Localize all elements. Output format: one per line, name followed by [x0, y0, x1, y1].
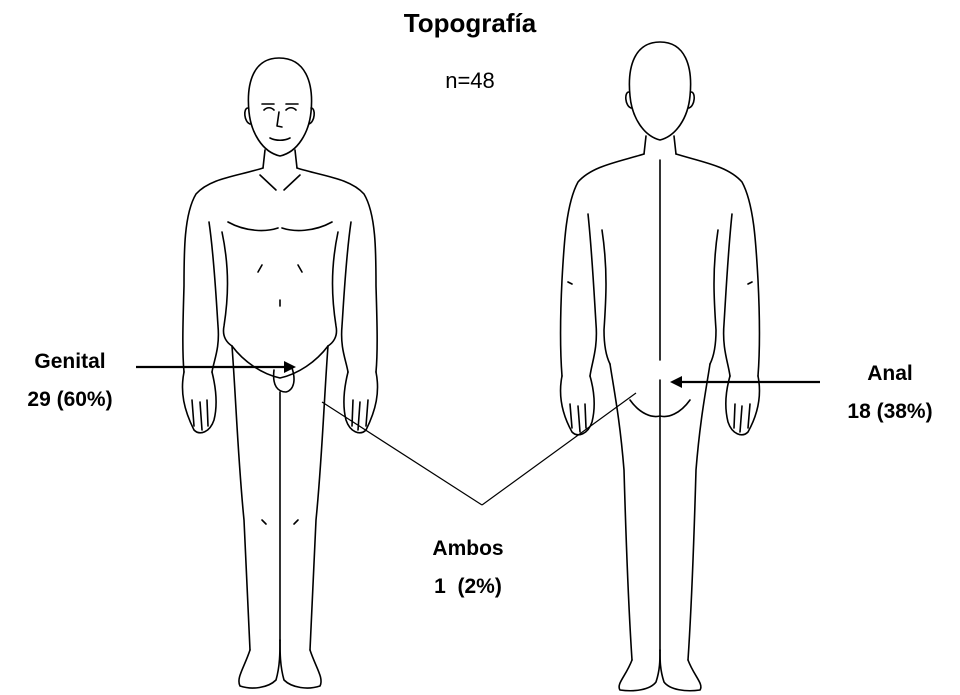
ambos-name: Ambos: [398, 530, 538, 568]
ambos-value: 1 (2%): [398, 568, 538, 606]
ambos-line-right: [482, 393, 636, 505]
ambos-line-left: [322, 402, 482, 505]
genital-label: Genital 29 (60%): [0, 343, 140, 419]
back-figure: [560, 42, 759, 691]
anal-value: 18 (38%): [820, 393, 960, 431]
anal-name: Anal: [820, 355, 960, 393]
genital-arrowhead: [284, 361, 296, 373]
sample-size: n=48: [0, 68, 940, 94]
page-title: Topografía: [0, 8, 940, 39]
genital-name: Genital: [0, 343, 140, 381]
front-figure: [182, 58, 377, 688]
anal-label: Anal 18 (38%): [820, 355, 960, 431]
ambos-label: Ambos 1 (2%): [398, 530, 538, 606]
anal-arrowhead: [670, 376, 682, 388]
genital-value: 29 (60%): [0, 381, 140, 419]
